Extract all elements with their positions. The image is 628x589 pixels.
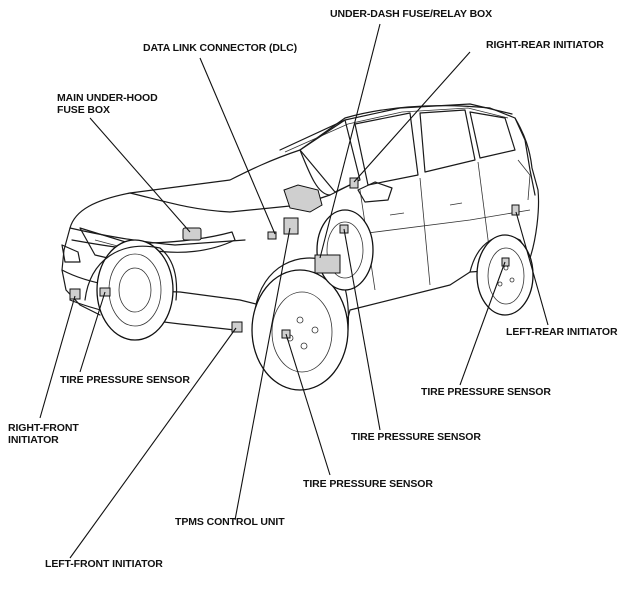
left-rear-initiator-part <box>511 204 520 216</box>
front-right-wheel <box>84 239 178 341</box>
leader-lines <box>39 23 549 559</box>
rear-right-wheel <box>316 209 374 291</box>
rear-left-sensor-part <box>501 257 510 267</box>
tpms-control-unit-label: TPMS CONTROL UNIT <box>175 516 285 528</box>
dashboard-cluster-part <box>283 184 323 213</box>
tire-pressure-sensor-rear-left-label: TIRE PRESSURE SENSOR <box>421 386 551 398</box>
tire-pressure-sensor-front-right-label: TIRE PRESSURE SENSOR <box>60 374 190 386</box>
under-dash-fuse-box-part <box>314 254 341 274</box>
data-link-connector-label: DATA LINK CONNECTOR (DLC) <box>143 42 298 54</box>
left-front-initiator-part <box>231 321 243 333</box>
under-hood-fuse-box-part <box>182 227 202 241</box>
rear-left-wheel <box>469 234 534 316</box>
right-rear-initiator-label: RIGHT-REAR INITIATOR <box>486 39 604 51</box>
left-rear-initiator-label: LEFT-REAR INITIATOR <box>506 326 618 338</box>
left-front-initiator-label: LEFT-FRONT INITIATOR <box>45 558 163 570</box>
tpms-control-unit-part <box>283 217 299 235</box>
main-under-hood-fuse-box-label: MAIN UNDER-HOOD FUSE BOX <box>57 92 158 116</box>
tire-pressure-sensor-rear-right-label: TIRE PRESSURE SENSOR <box>351 431 481 443</box>
dlc-part <box>267 231 277 240</box>
right-front-initiator-part <box>69 288 81 300</box>
right-rear-initiator-part <box>349 177 359 189</box>
tire-pressure-sensor-front-left-label: TIRE PRESSURE SENSOR <box>303 478 433 490</box>
under-dash-fuse-box-label: UNDER-DASH FUSE/RELAY BOX <box>330 8 493 20</box>
right-front-initiator-label: RIGHT-FRONT INITIATOR <box>8 422 79 446</box>
vehicle-body <box>61 103 540 336</box>
